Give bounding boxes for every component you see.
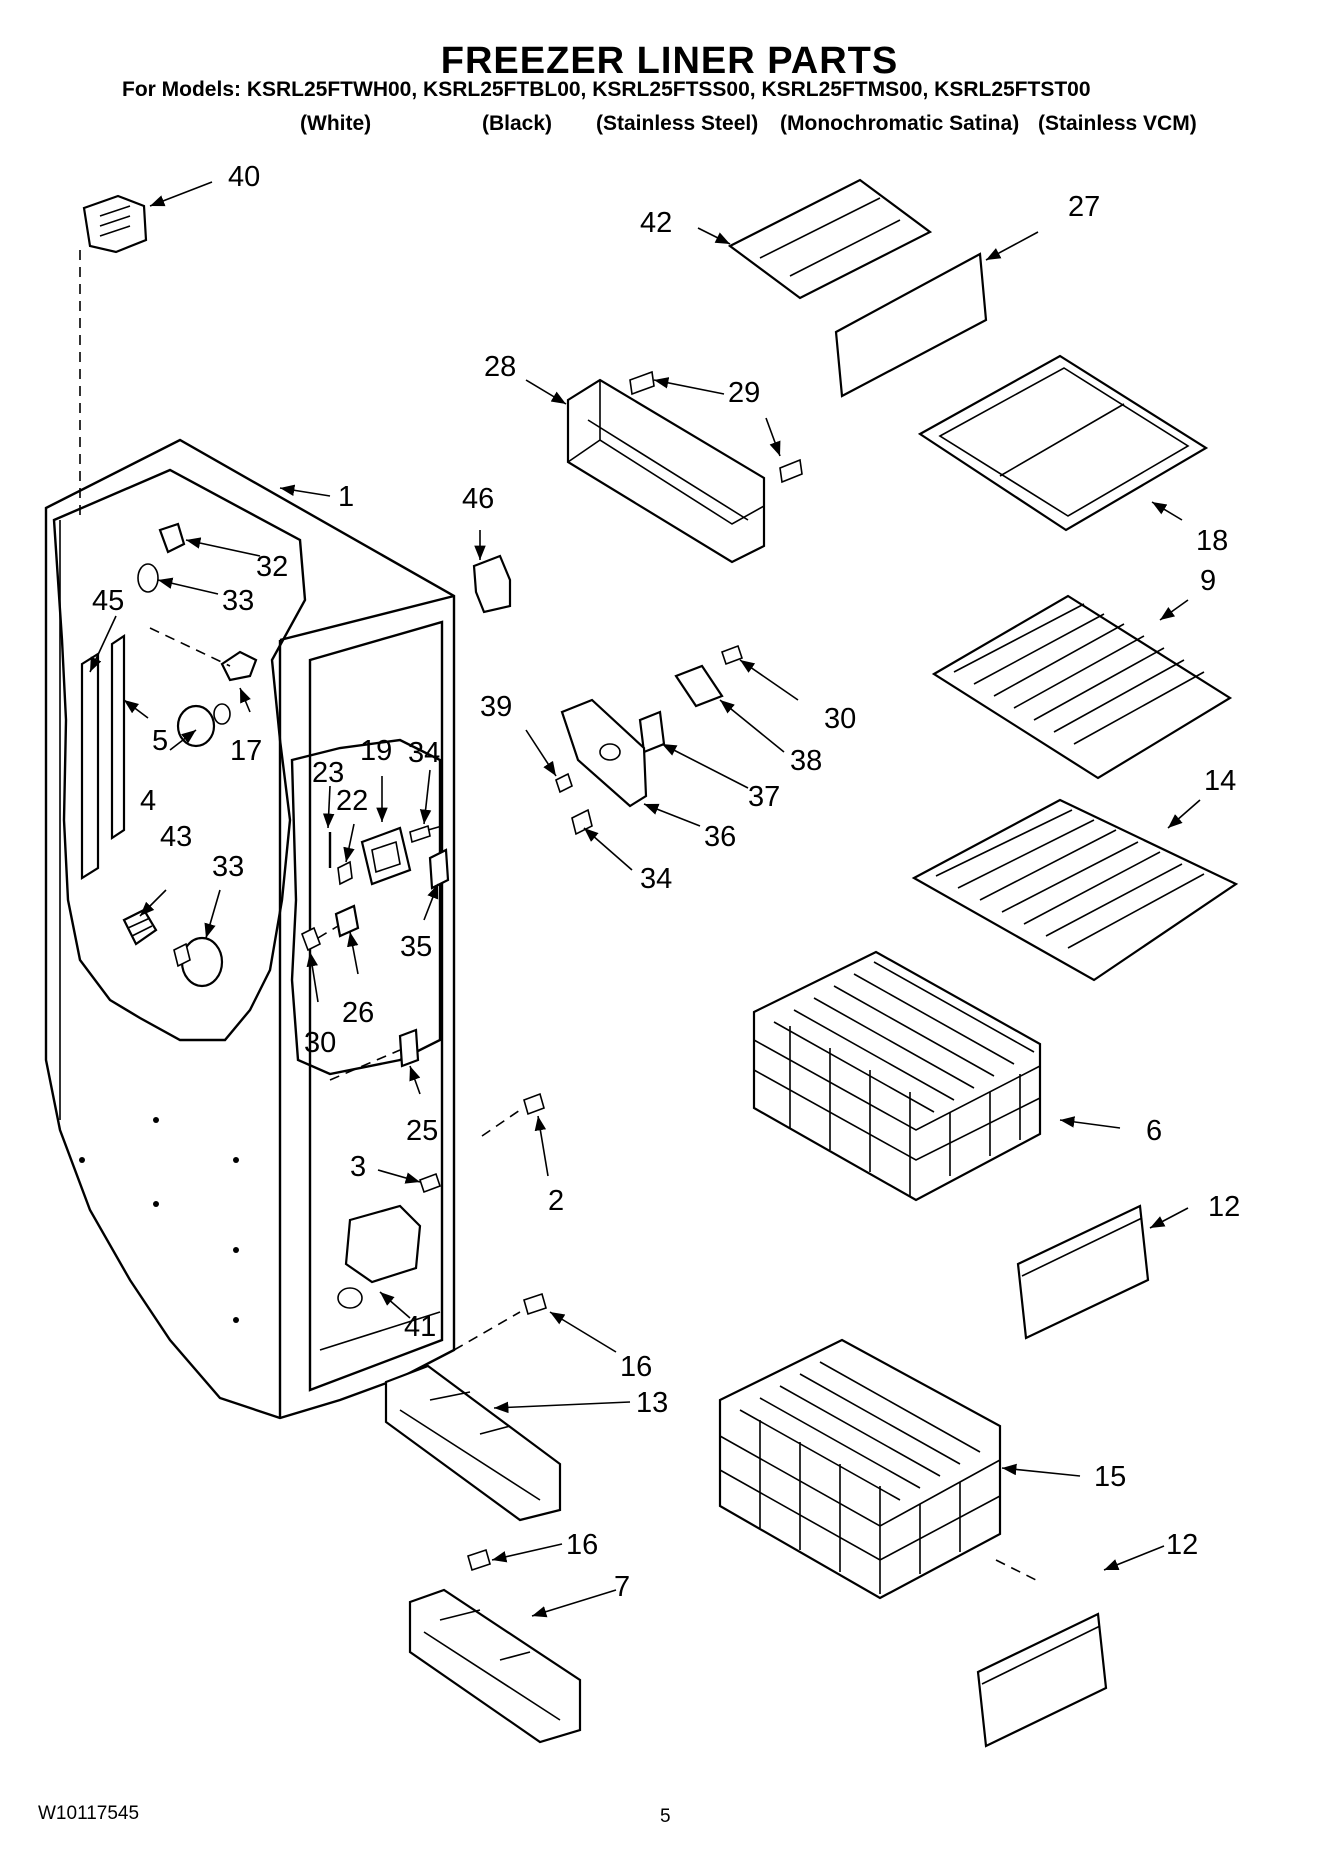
callout-6: 6: [1146, 1115, 1162, 1147]
part-13-trim: [384, 1364, 562, 1522]
variant-monochromatic-satina: (Monochromatic Satina): [780, 112, 1020, 135]
callout-38: 38: [790, 745, 822, 777]
callout-40: 40: [228, 161, 260, 193]
variant-black: (Black): [482, 112, 553, 135]
part-2-screw: [481, 1092, 545, 1137]
part-12-panel-upper: [1016, 1204, 1150, 1340]
callout-9: 9: [1200, 565, 1216, 597]
part-26-switch: [334, 904, 360, 938]
callout-36: 36: [704, 821, 736, 853]
callout-18: 18: [1196, 525, 1228, 557]
callout-16-lower: 16: [566, 1529, 598, 1561]
callout-37: 37: [748, 781, 780, 813]
part-36-cover: [560, 698, 648, 808]
part-32-light-socket: [137, 522, 186, 593]
part-28-housing: [566, 378, 766, 564]
callout-42: 42: [640, 207, 672, 239]
callout-33-lower: 33: [212, 851, 244, 883]
part-16-screw-lower: [467, 1548, 491, 1572]
part-18-shelf-frame: [917, 354, 1209, 532]
callout-14: 14: [1204, 765, 1236, 797]
part-19-housing: [360, 826, 412, 886]
callout-34: 34: [408, 737, 440, 769]
callout-5: 5: [152, 725, 168, 757]
callout-46: 46: [462, 483, 494, 515]
part-38-board: [674, 644, 744, 708]
page-number: 5: [660, 1806, 671, 1827]
part-33-bulb: [173, 936, 224, 988]
variant-white: (White): [300, 112, 372, 135]
part-45-rail: [80, 633, 126, 880]
part-12-panel-lower: [976, 1612, 1108, 1748]
callout-34-module: 34: [640, 863, 672, 895]
part-6-basket: [752, 950, 1042, 1202]
callout-1: 1: [338, 481, 354, 513]
part-34-screw-module: [571, 808, 593, 836]
callout-labels: 40 42 27 28 29 1 46 18 32 33 45 9 5 17 4…: [92, 161, 1240, 1603]
callout-35: 35: [400, 931, 432, 963]
part-9-wire-shelf: [931, 594, 1233, 780]
callout-17: 17: [230, 735, 262, 767]
models-line: For Models: KSRL25FTWH00, KSRL25FTBL00, …: [122, 78, 1091, 101]
callout-30-upper: 30: [824, 703, 856, 735]
callout-29: 29: [728, 377, 760, 409]
callout-41: 41: [404, 1311, 436, 1343]
callout-43: 43: [160, 821, 192, 853]
variant-stainless-vcm: (Stainless VCM): [1038, 112, 1197, 135]
part-3-screw: [418, 1172, 442, 1194]
part-43-socket: [122, 908, 158, 946]
leader-lines: [89, 181, 1201, 1618]
callout-45: 45: [92, 585, 124, 617]
part-46-clip: [472, 554, 512, 614]
part-41-housing: [337, 1204, 422, 1309]
part-40-bracket: [79, 194, 148, 520]
callout-2: 2: [548, 1185, 564, 1217]
callout-25: 25: [406, 1115, 438, 1147]
callout-19: 19: [360, 735, 392, 767]
callout-33-upper: 33: [222, 585, 254, 617]
part-4-knob: [176, 703, 231, 748]
part-29-screw-lower: [779, 458, 803, 484]
part-35-bracket: [428, 848, 450, 890]
callout-23: 23: [312, 757, 344, 789]
part-27-cover: [834, 252, 988, 398]
callout-7: 7: [614, 1571, 630, 1603]
part-37-bracket: [638, 710, 666, 754]
callout-12-upper: 12: [1208, 1191, 1240, 1223]
part-25-connector: [329, 1028, 420, 1081]
part-42-bracket: [727, 178, 933, 300]
part-17-clip: [149, 627, 258, 682]
part-14-glass-shelf: [911, 798, 1239, 982]
callout-12-lower: 12: [1166, 1529, 1198, 1561]
callout-39: 39: [480, 691, 512, 723]
callout-26: 26: [342, 997, 374, 1029]
callout-30: 30: [304, 1027, 336, 1059]
part-16-screw-upper: [453, 1292, 547, 1351]
part-34-screw: [409, 824, 443, 844]
freezer-liner: [44, 438, 456, 1420]
part-7-trim: [408, 1588, 582, 1744]
part-22-switch: [337, 860, 353, 886]
variant-stainless-steel: (Stainless Steel): [596, 112, 759, 135]
document-code: W10117545: [38, 1803, 140, 1824]
part-30-screw-left: [300, 925, 339, 952]
callout-27: 27: [1068, 191, 1100, 223]
callout-28: 28: [484, 351, 516, 383]
callout-3: 3: [350, 1151, 366, 1183]
callout-16-upper: 16: [620, 1351, 652, 1383]
part-15-basket: [718, 1338, 1041, 1600]
part-39-screw: [555, 772, 573, 794]
page-title: FREEZER LINER PARTS: [440, 40, 899, 82]
callout-4: 4: [140, 785, 156, 817]
callout-13: 13: [636, 1387, 668, 1419]
part-29-screw-upper: [629, 370, 655, 396]
callout-15: 15: [1094, 1461, 1126, 1493]
callout-22: 22: [336, 785, 368, 817]
callout-32: 32: [256, 551, 288, 583]
